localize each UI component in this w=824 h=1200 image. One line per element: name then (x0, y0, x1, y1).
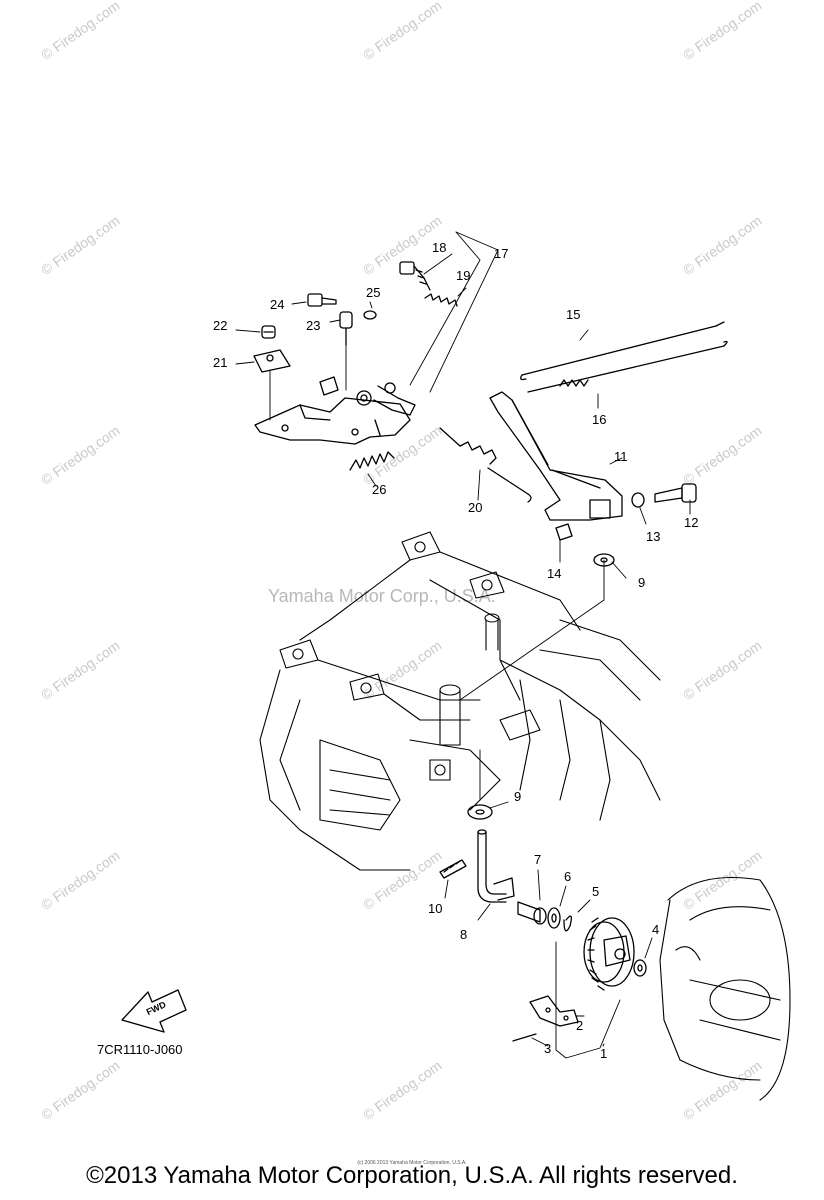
callout-leaders (235, 231, 691, 1047)
bolt-24 (307, 293, 337, 307)
washer-13 (631, 492, 645, 508)
throttle-lever-11 (489, 391, 623, 521)
pin-3 (512, 1033, 537, 1042)
diagram-reference-code: 7CR1110-J060 (97, 1042, 183, 1057)
callout-13: 13 (646, 529, 660, 544)
callout-24: 24 (270, 297, 284, 312)
copyright-footer: ©2013 Yamaha Motor Corporation, U.S.A. A… (86, 1162, 738, 1189)
screw-22 (261, 325, 276, 339)
callout-23: 23 (306, 318, 320, 333)
callout-25: 25 (366, 285, 380, 300)
leader-bracket-1 (555, 941, 621, 1059)
weight-2 (529, 995, 579, 1027)
bolt-18 (399, 261, 431, 291)
clip-21 (253, 349, 291, 373)
collar-14 (555, 523, 573, 541)
washer-6 (547, 907, 561, 929)
callout-2: 2 (576, 1018, 583, 1033)
rod-16 (527, 340, 728, 393)
bolt-12 (654, 483, 697, 503)
fine-print: (c) 2006 2013 Yamaha Motor Corporation, … (357, 1160, 467, 1166)
callout-22: 22 (213, 318, 227, 333)
callout-5: 5 (592, 884, 599, 899)
callout-20: 20 (468, 500, 482, 515)
callout-3: 3 (544, 1041, 551, 1056)
callout-10: 10 (428, 901, 442, 916)
fwd-arrow (121, 989, 187, 1033)
callout-4: 4 (652, 922, 659, 937)
leader-line-9-upper (459, 559, 605, 701)
callout-16: 16 (592, 412, 606, 427)
spring-20 (439, 427, 532, 503)
washer-4 (633, 959, 647, 977)
clip-5 (563, 915, 572, 932)
crankcase-cover (659, 876, 791, 1101)
callout-12: 12 (684, 515, 698, 530)
callout-labels: 1 2 3 4 5 6 7 8 9 9 10 11 12 13 14 15 16… (145, 240, 699, 1061)
spring-19 (424, 293, 458, 307)
fwd-label: FWD (145, 999, 168, 1017)
sleeve-7 (517, 901, 547, 925)
callout-26: 26 (372, 482, 386, 497)
callout-6: 6 (564, 869, 571, 884)
governor-link-bracket (254, 376, 416, 445)
washer-9-lower (467, 804, 493, 820)
callout-11: 11 (614, 449, 628, 464)
callout-9a: 9 (638, 575, 645, 590)
crankcase-frame (259, 531, 661, 871)
callout-7: 7 (534, 852, 541, 867)
spring-26 (349, 451, 395, 471)
throttle-rod-15 (520, 321, 725, 381)
governor-shaft-8 (477, 829, 515, 903)
screw-23 (339, 311, 353, 346)
callout-14: 14 (547, 566, 561, 581)
callout-17: 17 (494, 246, 508, 261)
governor-gear-1 (583, 917, 635, 991)
callout-21: 21 (213, 355, 227, 370)
callout-15: 15 (566, 307, 580, 322)
callout-18: 18 (432, 240, 446, 255)
callout-8: 8 (460, 927, 467, 942)
corporate-watermark: Yamaha Motor Corp., U.S.A. (268, 586, 496, 606)
clip-10 (439, 859, 467, 879)
callout-19: 19 (456, 268, 470, 283)
callout-1: 1 (600, 1046, 607, 1061)
callout-9b: 9 (514, 789, 521, 804)
washer-25 (363, 310, 377, 320)
